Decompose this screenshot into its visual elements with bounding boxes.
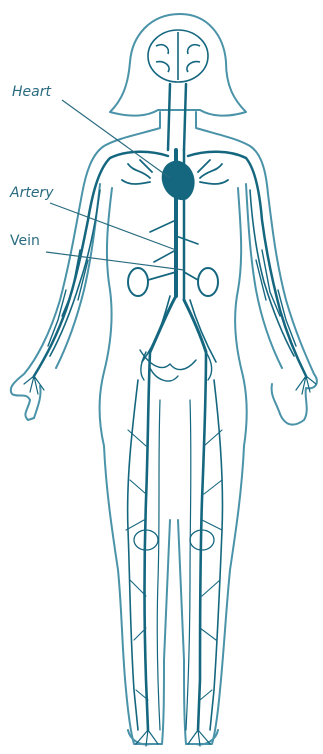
artery-label: Artery — [10, 185, 53, 201]
body-outline — [11, 14, 317, 744]
blood-vessels — [24, 84, 316, 746]
vein-leader-line — [46, 252, 184, 270]
heart-label: Heart — [12, 84, 51, 100]
vein-label: Vein — [10, 233, 40, 249]
brain — [148, 30, 208, 82]
artery-leader-line — [50, 203, 176, 250]
